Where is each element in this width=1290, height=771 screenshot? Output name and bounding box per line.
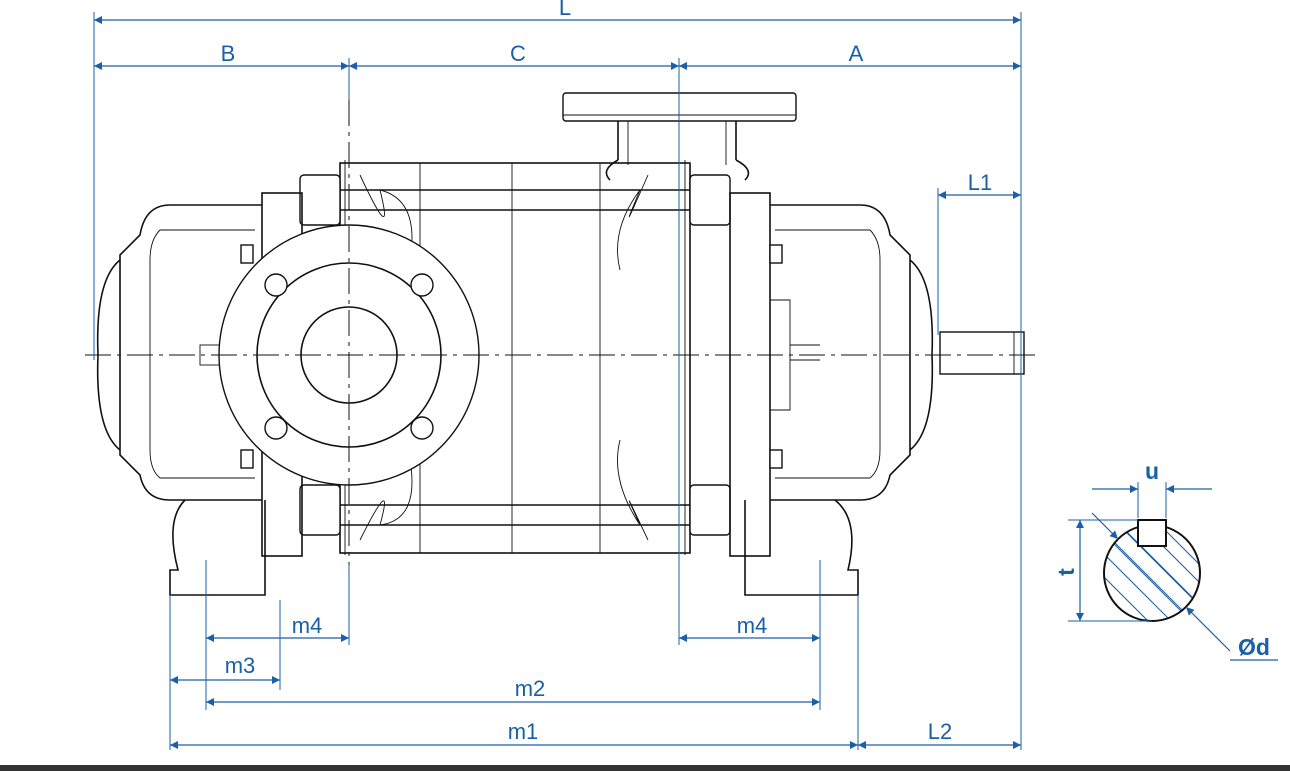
label-C: C (510, 41, 526, 66)
label-u: u (1145, 458, 1159, 484)
label-diameter: Ød (1238, 634, 1270, 660)
label-m4-left: m4 (292, 613, 323, 638)
shaft-cross-section: u t Ød (1053, 458, 1278, 661)
label-B: B (221, 41, 236, 66)
label-L: L (559, 0, 571, 20)
label-m4-right: m4 (737, 613, 768, 638)
label-L1: L1 (968, 170, 992, 195)
label-L2: L2 (928, 719, 952, 744)
label-A: A (849, 41, 864, 66)
pump-body (96, 92, 1025, 596)
dimension-lines (93, 12, 1022, 750)
footer-bar (0, 765, 1290, 771)
label-t: t (1053, 568, 1079, 576)
label-m3: m3 (225, 653, 256, 678)
label-m1: m1 (508, 719, 539, 744)
label-m2: m2 (515, 676, 546, 701)
